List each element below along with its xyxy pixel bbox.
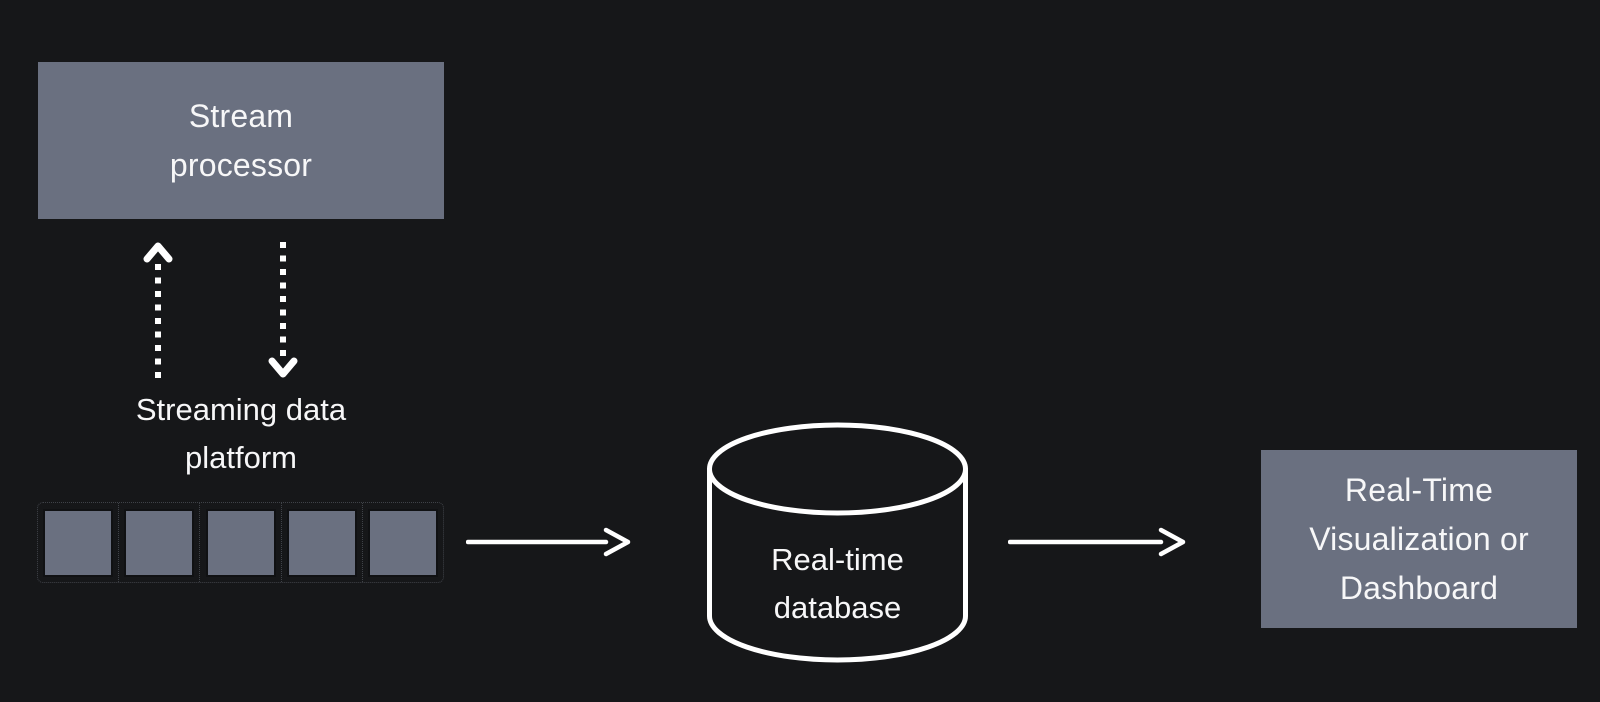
node-stream-processor: Stream processor — [38, 62, 444, 219]
arrow-up-head-icon — [143, 242, 173, 263]
stream-segment — [124, 508, 195, 577]
label-streaming-platform-line2: platform — [185, 440, 297, 475]
node-dashboard: Real-Time Visualization or Dashboard — [1261, 450, 1577, 628]
stream-segment-cell — [363, 503, 443, 582]
stream-segment — [286, 508, 357, 577]
node-stream-processor-label-line1: Stream — [188, 97, 294, 134]
stream-segment-cell — [200, 503, 282, 582]
label-streaming-data-platform: Streaming data platform — [38, 386, 444, 482]
arrow-down-head-icon — [268, 357, 298, 378]
label-streaming-platform-line1: Streaming data — [135, 392, 347, 427]
node-dashboard-label-line1: Real-Time — [1344, 471, 1494, 508]
node-realtime-database-line1: Real-time — [771, 542, 904, 577]
flow-arrow-platform-to-database-icon — [466, 527, 631, 557]
stream-segment-cell — [38, 503, 120, 582]
stream-segments-row — [37, 502, 444, 583]
stream-segment-cell — [282, 503, 363, 582]
stream-segment — [43, 508, 114, 577]
stream-segment — [367, 508, 438, 577]
stream-segment — [205, 508, 276, 577]
node-dashboard-label-line2: Visualization or — [1309, 520, 1529, 557]
node-realtime-database-label: Real-time database — [707, 536, 968, 632]
node-realtime-database-line2: database — [773, 590, 902, 625]
database-cylinder-icon — [707, 422, 968, 663]
flow-arrow-database-to-dashboard-icon — [1008, 527, 1186, 557]
dotted-bidirectional-arrows-icon — [143, 242, 298, 378]
node-dashboard-label-line3: Dashboard — [1339, 569, 1499, 606]
stream-segment-cell — [119, 503, 201, 582]
node-stream-processor-label-line2: processor — [169, 146, 313, 183]
